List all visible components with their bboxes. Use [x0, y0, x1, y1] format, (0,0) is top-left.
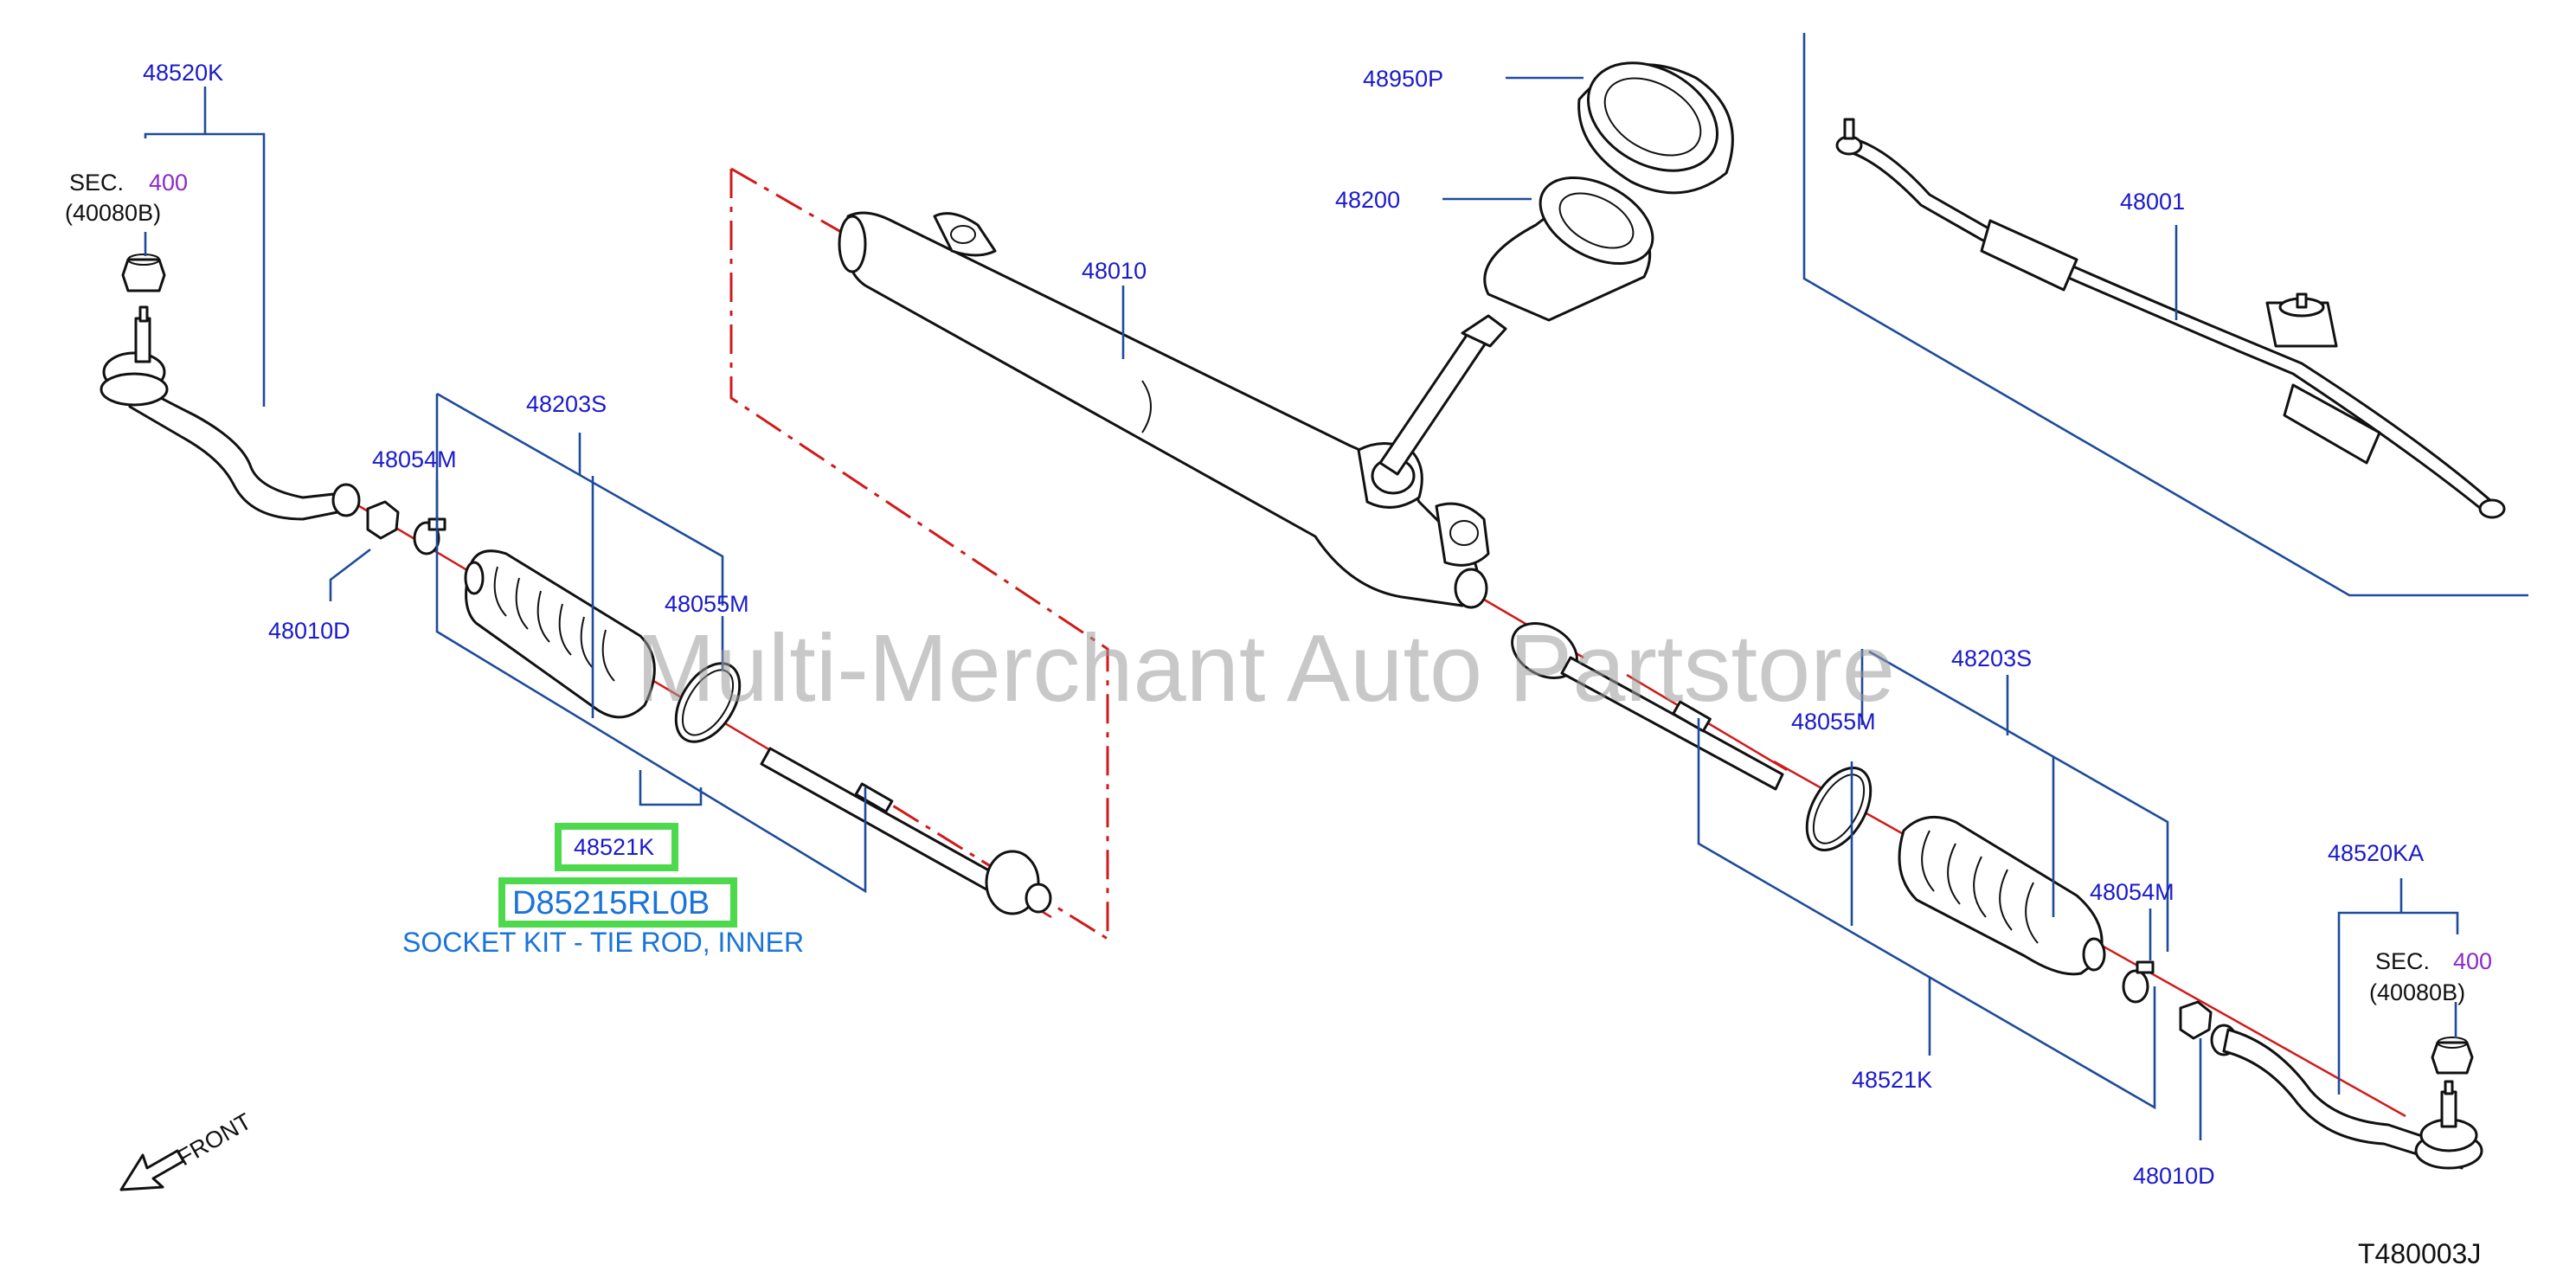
front-arrow-icon	[119, 1149, 185, 1191]
label-48010[interactable]: 48010	[1082, 258, 1147, 284]
rack-housing	[838, 211, 1490, 609]
label-48203s-right[interactable]: 48203S	[1951, 645, 2032, 671]
clamp-small-right	[2122, 960, 2155, 1004]
label-sec-left: SEC.	[69, 170, 124, 196]
label-sec-right-num[interactable]: 400	[2453, 948, 2492, 974]
label-48520ka[interactable]: 48520KA	[2328, 840, 2424, 866]
label-48055m-left[interactable]: 48055M	[665, 591, 749, 617]
label-48521k-right[interactable]: 48521K	[1852, 1067, 1932, 1093]
highlight-box-part-number[interactable]	[555, 823, 678, 871]
nut-right	[2179, 1000, 2213, 1040]
label-sec-left-ref: (40080B)	[65, 200, 161, 226]
label-48010d-left[interactable]: 48010D	[268, 618, 350, 644]
clamp-large-left	[674, 662, 742, 743]
label-48950p[interactable]: 48950P	[1363, 66, 1443, 92]
label-48001[interactable]: 48001	[2120, 189, 2185, 215]
assembly-inset	[1802, 33, 2528, 597]
pinion-shaft	[1378, 314, 1507, 476]
tie-rod-end-right	[2210, 1024, 2483, 1170]
label-48054m-right[interactable]: 48054M	[2090, 879, 2175, 905]
boot-right	[1898, 815, 2106, 976]
nut-right-top	[2431, 1037, 2474, 1075]
inner-tie-rod-right	[1511, 622, 1784, 791]
label-48203s-left[interactable]: 48203S	[526, 391, 607, 417]
highlight-oem-number[interactable]: D85215RL0B	[512, 885, 710, 921]
label-sec-left-num[interactable]: 400	[149, 170, 188, 196]
leader-lines	[144, 76, 2459, 1140]
boot-cover-48950p	[1577, 61, 1734, 195]
label-48054m-left[interactable]: 48054M	[372, 446, 457, 472]
label-48520k[interactable]: 48520K	[143, 60, 223, 86]
nut-left-top	[121, 254, 166, 292]
tie-rod-end-left	[100, 305, 361, 521]
nut-left	[366, 500, 400, 540]
highlighted-part[interactable]: 48521K D85215RL0B SOCKET KIT - TIE ROD, …	[402, 823, 804, 958]
watermark: Multi-Merchant Auto Partstore	[636, 615, 1895, 722]
front-indicator: FRONT	[119, 1108, 256, 1191]
highlight-box-oem-number[interactable]	[498, 877, 737, 928]
grommet-48200	[1483, 176, 1654, 322]
callout-labels: 48520K SEC. 400 (40080B) 48203S 48054M 4…	[65, 60, 2492, 1189]
front-label: FRONT	[173, 1108, 256, 1171]
highlight-description: SOCKET KIT - TIE ROD, INNER	[402, 927, 804, 958]
inner-tie-rod-left	[760, 747, 1052, 915]
diagram-code: T480003J	[2358, 1238, 2481, 1269]
clamp-large-right	[1805, 767, 1873, 851]
label-48200[interactable]: 48200	[1335, 187, 1400, 213]
boot-left	[464, 549, 656, 719]
label-48055m-right[interactable]: 48055M	[1791, 709, 1876, 735]
highlight-part-number[interactable]: 48521K	[574, 834, 654, 860]
label-48010d-right[interactable]: 48010D	[2133, 1163, 2215, 1189]
clamp-small-left	[413, 517, 446, 555]
label-sec-right: SEC.	[2375, 948, 2430, 974]
label-sec-right-ref: (40080B)	[2369, 979, 2465, 1005]
